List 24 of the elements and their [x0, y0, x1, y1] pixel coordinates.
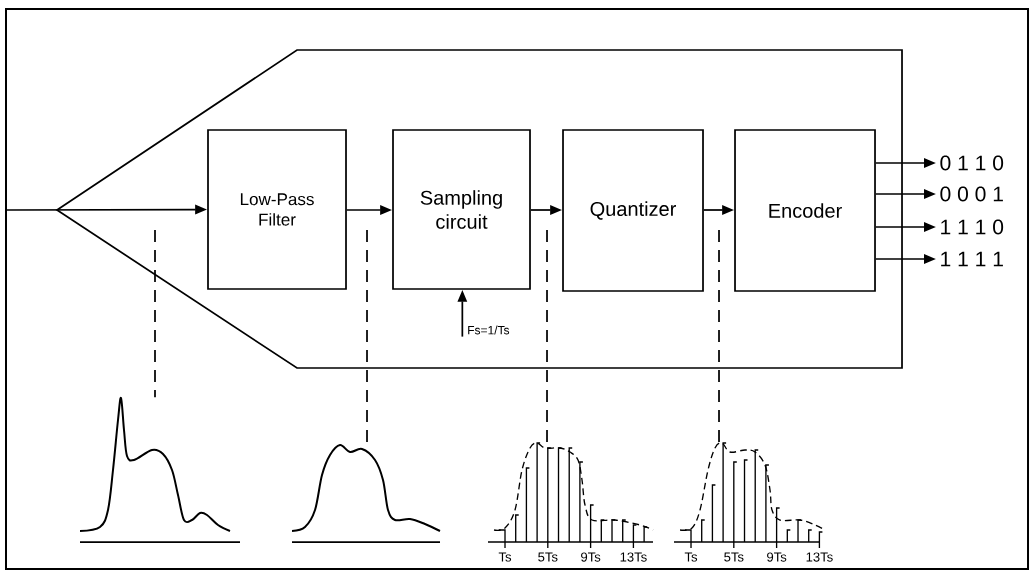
tick-label: Ts	[684, 552, 698, 562]
output-code: 1 1 1 0	[941, 219, 1004, 235]
leader-line	[154, 229, 156, 398]
tick-label: 9Ts	[581, 552, 601, 562]
output-code: 0 0 0 1	[940, 186, 1003, 202]
process-box: Sampling circuit	[392, 129, 531, 290]
output-code: 0 1 1 0	[940, 155, 1004, 171]
tick-label: 5Ts	[724, 552, 744, 562]
tick-label: 5Ts	[538, 552, 558, 562]
clock-label: Fs=1/Ts	[468, 325, 510, 335]
output-code: 1 1 1 1	[941, 251, 1003, 267]
leader-line	[366, 229, 368, 445]
tick-label: 13Ts	[620, 552, 647, 562]
process-box: Encoder	[734, 129, 876, 292]
leader-line	[546, 229, 548, 443]
waveform-drawing	[79, 396, 241, 543]
process-box: Low-Pass Filter	[207, 129, 347, 290]
tick-label: 13Ts	[806, 552, 833, 562]
tick-label: 9Ts	[767, 552, 787, 562]
waveform-drawing	[487, 442, 654, 549]
leader-line	[718, 229, 720, 443]
process-box: Quantizer	[562, 129, 704, 292]
tick-label: Ts	[498, 552, 512, 562]
waveform-drawing	[291, 444, 441, 543]
